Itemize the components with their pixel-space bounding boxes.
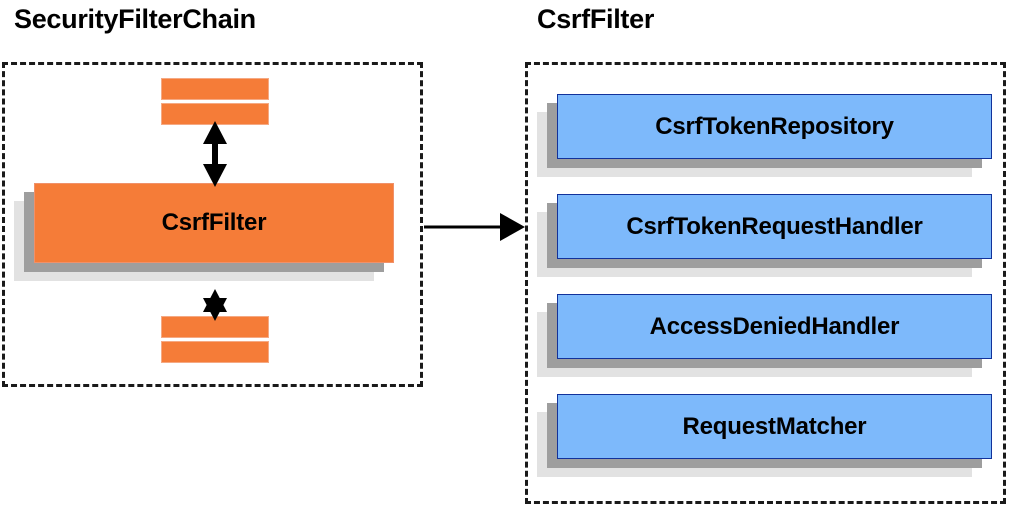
card-csrf-token-repository[interactable]: CsrfTokenRepository	[537, 94, 992, 177]
card-csrf-token-request-handler[interactable]: CsrfTokenRequestHandler	[537, 194, 992, 277]
card-face: AccessDeniedHandler	[557, 294, 992, 359]
card-face: CsrfFilter	[34, 183, 394, 263]
filter-bar-top-1	[161, 78, 269, 100]
panel-csrf-filter	[525, 62, 1006, 504]
card-label-request-matcher: RequestMatcher	[682, 412, 867, 440]
card-label-csrf-filter: CsrfFilter	[161, 209, 267, 236]
card-access-denied-handler[interactable]: AccessDeniedHandler	[537, 294, 992, 377]
card-csrf-filter[interactable]: CsrfFilter	[14, 183, 394, 281]
arrow-csrf-filter-expansion	[424, 213, 525, 241]
filter-bar-bottom-2	[161, 341, 269, 363]
panel-title-csrf-filter: CsrfFilter	[537, 4, 655, 34]
filter-bar-bottom-1	[161, 316, 269, 338]
card-request-matcher[interactable]: RequestMatcher	[537, 394, 992, 477]
card-face: CsrfTokenRepository	[557, 94, 992, 159]
panel-title-security-filter-chain: SecurityFilterChain	[14, 4, 256, 34]
card-label-access-denied-handler: AccessDeniedHandler	[649, 312, 900, 340]
card-face: RequestMatcher	[557, 394, 992, 459]
card-label-csrf-token-request-handler: CsrfTokenRequestHandler	[626, 212, 923, 240]
filter-bar-top-2	[161, 103, 269, 125]
card-label-csrf-token-repository: CsrfTokenRepository	[655, 112, 894, 140]
card-face: CsrfTokenRequestHandler	[557, 194, 992, 259]
panel-security-filter-chain	[2, 62, 423, 387]
